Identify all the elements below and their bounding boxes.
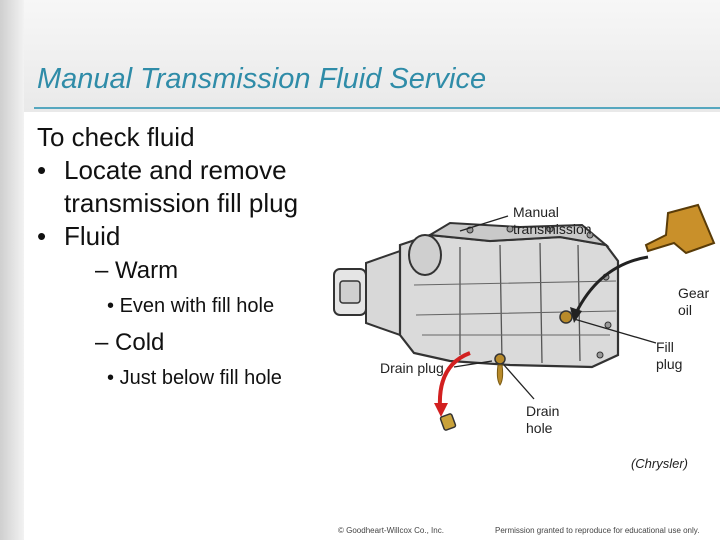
label-manual-transmission: Manual transmission xyxy=(513,204,592,237)
bullet-locate-line1: Locate and remove xyxy=(64,155,287,185)
title-band xyxy=(24,0,720,112)
transmission-illustration xyxy=(333,203,716,431)
fill-plug-marker xyxy=(559,310,573,324)
bullet-fluid: • Fluid xyxy=(37,220,298,253)
case-ribs xyxy=(459,242,581,364)
fill-arrow-head xyxy=(570,307,582,323)
bullet-locate: • Locate and remove transmission fill pl… xyxy=(37,154,298,220)
bullet-dot: • xyxy=(37,155,47,185)
slide-body: To check fluid • Locate and remove trans… xyxy=(37,120,298,397)
footer-permission: Permission granted to reproduce for educ… xyxy=(495,526,700,535)
sub-bullet-cold: • Just below fill hole xyxy=(37,360,298,397)
label-drain-hole: Drain hole xyxy=(526,403,560,436)
leader-drain-hole xyxy=(503,364,535,400)
label-gear-oil: Gear oil xyxy=(678,285,710,318)
footer-copyright: © Goodheart-Willcox Co., Inc. xyxy=(338,526,444,535)
sub-cold-text: Just below fill hole xyxy=(119,367,282,389)
drain-hole-marker xyxy=(494,353,506,365)
bullet-dot: • xyxy=(37,221,47,251)
oil-drip xyxy=(496,364,504,386)
sub-bullet-warm: • Even with fill hole xyxy=(37,288,298,325)
front-boss xyxy=(408,234,442,276)
case-detail-lines xyxy=(413,280,617,336)
drain-arrow-head xyxy=(434,403,448,417)
dash-warm: – Warm xyxy=(95,257,179,284)
bullet-locate-line2: transmission fill plug xyxy=(64,188,299,218)
input-shaft xyxy=(339,280,361,304)
bullet-fluid-text: Fluid xyxy=(64,221,121,251)
leader-drain-plug xyxy=(453,360,493,368)
label-drain-plug: Drain plug xyxy=(380,360,444,376)
image-credit: (Chrysler) xyxy=(630,456,688,471)
cover-bolts xyxy=(466,225,612,359)
top-cover xyxy=(426,221,610,247)
removed-drain-plug xyxy=(439,413,457,431)
fill-arrow xyxy=(574,255,649,314)
label-fill-plug: Fill plug xyxy=(656,339,683,372)
bellhousing xyxy=(365,249,401,337)
gear-oil-bottle xyxy=(644,203,716,255)
slide-title: Manual Transmission Fluid Service xyxy=(37,63,487,95)
leader-manual-transmission xyxy=(459,215,509,232)
sub-bullet-dot: • xyxy=(107,295,115,317)
sub-bullet-dot: • xyxy=(107,367,115,389)
drain-arrow xyxy=(437,351,471,408)
transmission-diagram: Manual transmission Gear oil Fill plug D… xyxy=(330,185,720,440)
leader-fill-plug xyxy=(573,318,657,344)
dash-cold: – Cold xyxy=(95,329,165,356)
sub-warm-text: Even with fill hole xyxy=(119,295,275,317)
body-line-check-fluid: To check fluid xyxy=(37,122,195,152)
title-divider xyxy=(34,107,720,109)
left-gradient-bar xyxy=(0,0,24,540)
